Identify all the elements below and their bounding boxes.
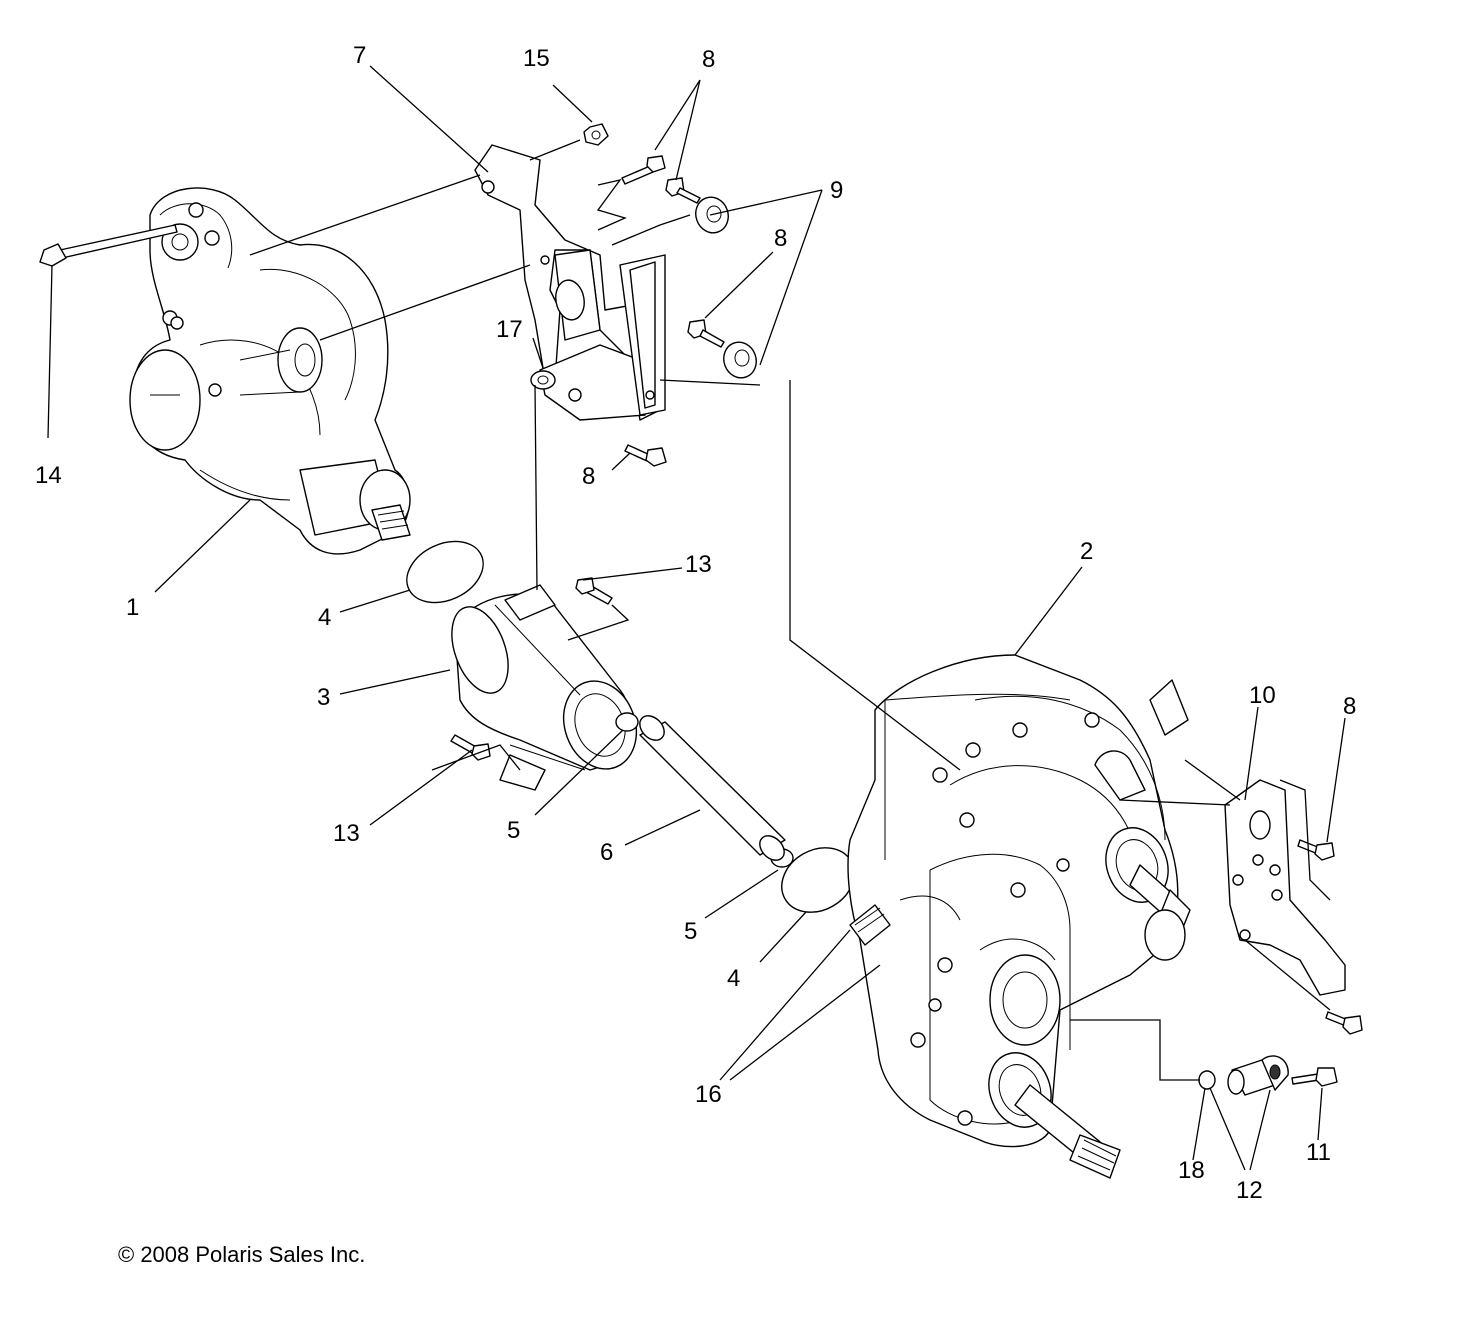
snap-ring-part-5-upper (615, 712, 639, 732)
o-ring-part-18 (1198, 1070, 1216, 1090)
callout-11: 11 (1306, 1139, 1331, 1166)
bolt-part-13-upper (575, 577, 613, 605)
callout-4-upper: 4 (318, 604, 331, 631)
callout-13-lower: 13 (333, 820, 360, 847)
long-bolt-part-14 (39, 224, 178, 267)
callout-18: 18 (1178, 1157, 1205, 1184)
copyright-notice: © 2008 Polaris Sales Inc. (118, 1242, 365, 1267)
nut-part-15 (583, 123, 609, 146)
callout-10: 10 (1249, 682, 1276, 709)
callout-14: 14 (35, 462, 62, 489)
screw-part-11 (1291, 1067, 1338, 1087)
shaft-tube-part-6 (639, 715, 786, 861)
leader-lines (47, 65, 1346, 1171)
callout-17: 17 (496, 316, 523, 343)
callout-5-upper: 5 (507, 817, 520, 844)
callout-1: 1 (126, 594, 139, 621)
o-ring-part-4-upper (406, 540, 484, 604)
callout-8-top: 8 (702, 46, 715, 73)
bolt-part-8-right-upper (1297, 839, 1335, 861)
callout-16: 16 (695, 1081, 722, 1108)
sensor-part-12 (1227, 1055, 1289, 1096)
bracket-part-10 (1224, 779, 1346, 996)
bushing-part-9-lower (723, 341, 757, 379)
callout-2: 2 (1080, 538, 1093, 565)
callout-8-right: 8 (1343, 693, 1356, 720)
callout-12: 12 (1236, 1177, 1263, 1204)
bolt-part-8-lower (624, 444, 667, 467)
callout-4-lower: 4 (727, 965, 740, 992)
bolt-part-8-top-a (621, 155, 666, 185)
washer-part-17 (530, 370, 556, 390)
mounting-bracket-part-7 (474, 144, 666, 421)
bolt-part-8-top-b (665, 177, 701, 204)
housing-tube-part-3 (451, 584, 638, 791)
callout-8-lower: 8 (582, 463, 595, 490)
callout-6: 6 (600, 839, 613, 866)
callout-5-lower: 5 (684, 918, 697, 945)
bolt-part-8-mid (687, 319, 725, 348)
transmission-part-2 (847, 654, 1191, 1179)
callout-labels: 1 2 3 4 4 5 5 6 7 8 8 8 8 9 10 11 12 13 … (35, 42, 1356, 1204)
callout-15: 15 (523, 45, 550, 72)
callout-9: 9 (830, 177, 843, 204)
callout-8-mid: 8 (774, 225, 787, 252)
bolt-part-8-right-lower (1325, 1011, 1363, 1035)
callout-7: 7 (353, 42, 366, 69)
callout-13-upper: 13 (685, 551, 712, 578)
front-gearcase-part-1 (129, 187, 411, 555)
callout-3: 3 (317, 684, 330, 711)
